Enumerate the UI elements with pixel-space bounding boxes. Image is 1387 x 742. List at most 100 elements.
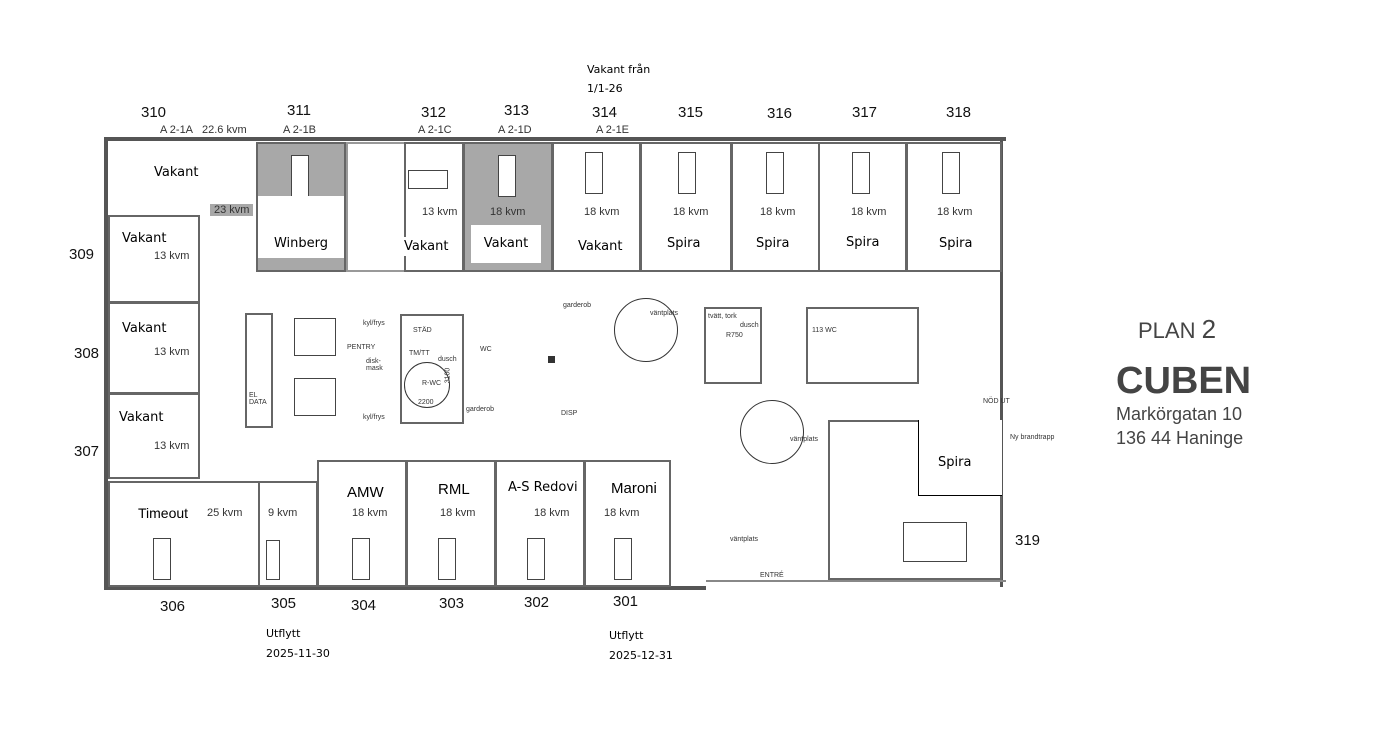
room-area: 13 kvm [422,206,458,218]
waiting-area [740,400,804,464]
dusch-label: dusch [438,356,457,363]
desk [766,152,784,194]
garderob-label: garderob [466,406,495,413]
room-307 [108,393,200,479]
room-area: 18 kvm [760,206,796,218]
disp-label: DISP [561,410,578,417]
tenant-label: Spira [935,234,977,253]
turning-circle [404,362,450,408]
room-code: A 2-1A [160,124,194,136]
stad-label: STÄD [413,327,432,334]
desk [153,538,171,580]
conference-table [903,522,967,562]
room-area: 18 kvm [490,206,526,218]
nodut-label: NÖD UT [983,398,1010,405]
tenant-label: Vakant [115,408,168,427]
room-number: 313 [504,102,530,119]
desk [678,152,696,194]
vantplats-label: väntplats [650,310,679,317]
desk [527,538,545,580]
tenant-label: A-S Redovi [508,480,578,495]
el-data-room [245,313,273,428]
dimension-label: 3100 [444,367,452,384]
tenant-label: Vakant [471,225,541,263]
move-out-note-305: Utflytt 2025-11-30 [266,624,330,664]
room-area: 18 kvm [851,206,887,218]
move-out-label: Utflytt [266,627,301,640]
rwc-label: R-WC [422,380,442,387]
plan-number: 2 [1201,314,1217,344]
room-area: 18 kvm [673,206,709,218]
vacancy-note-line2: 1/1-26 [587,82,623,95]
room-number: 303 [439,595,465,612]
desk [585,152,603,194]
room-area: 9 kvm [268,507,298,519]
entre-label: ENTRÉ [760,572,784,579]
table [294,378,336,416]
room-number: 310 [141,104,167,121]
room-number: 317 [852,104,878,121]
room-area: 18 kvm [352,507,388,519]
room-306 [108,481,260,587]
desk [352,538,370,580]
tenant-label: Timeout [138,505,189,521]
tenant-label: Vakant [574,237,627,256]
move-out-note-301: Utflytt 2025-12-31 [609,626,673,666]
room-number: 304 [351,597,377,614]
room-area: 18 kvm [440,507,476,519]
tenant-label: Spira [752,234,794,253]
stairwell [346,142,406,272]
tenant-label: Vakant [150,163,203,182]
room-number: 305 [271,595,297,612]
room-area: 18 kvm [534,507,570,519]
waiting-area [614,298,678,362]
tvatt-label: tvätt, tork [708,313,737,320]
desk [266,540,280,580]
room-area: 18 kvm [937,206,973,218]
table [294,318,336,356]
move-out-date: 2025-11-30 [266,647,330,660]
room-number: 312 [421,104,447,121]
shower-room [704,307,762,384]
room-number: 306 [160,598,186,615]
room-code: A 2-1B [283,124,317,136]
room-area: 18 kvm [604,507,640,519]
outer-wall-bottom [104,586,706,590]
tenant-label: Maroni [611,480,657,497]
room-303 [406,460,496,587]
room-number: 309 [69,246,95,263]
tenant-label: Vakant [118,319,171,338]
tenant-label: Vakant [118,229,171,248]
room-code: A 2-1D [498,124,532,136]
el-data-label: EL DATA [249,392,267,406]
vacancy-note-line1: Vakant från [587,63,651,76]
room-area: 13 kvm [154,250,190,262]
move-out-date: 2025-12-31 [609,649,673,662]
tenant-label: Spira [663,234,705,253]
desk [614,538,632,580]
tenant-label: Vakant [400,237,453,256]
tenant-label: Spira [842,233,884,252]
kylfrys-label: kyl/frys [363,320,385,327]
entrance-wall [706,580,1006,582]
city-address: 136 44 Haninge [1116,428,1244,448]
brandtrapp-label: Ny brandtrapp [1010,434,1055,441]
desk [291,155,309,197]
outer-wall-left [104,137,108,590]
room-area: 13 kvm [154,440,190,452]
desk [852,152,870,194]
desk [408,170,448,189]
desk [438,538,456,580]
room-area: 25 kvm [207,507,243,519]
street-address: Markörgatan 10 [1116,404,1243,424]
pillar [548,356,555,363]
room-number: 319 [1015,532,1041,549]
tenant-label: Spira [934,453,976,472]
outer-wall-top [104,137,1006,141]
dusch-label: dusch [740,322,759,329]
garderob-label: garderob [563,302,592,309]
room-number: 311 [287,102,311,119]
building-name: CUBEN [1116,360,1252,402]
room-area: 22.6 kvm [202,124,247,136]
